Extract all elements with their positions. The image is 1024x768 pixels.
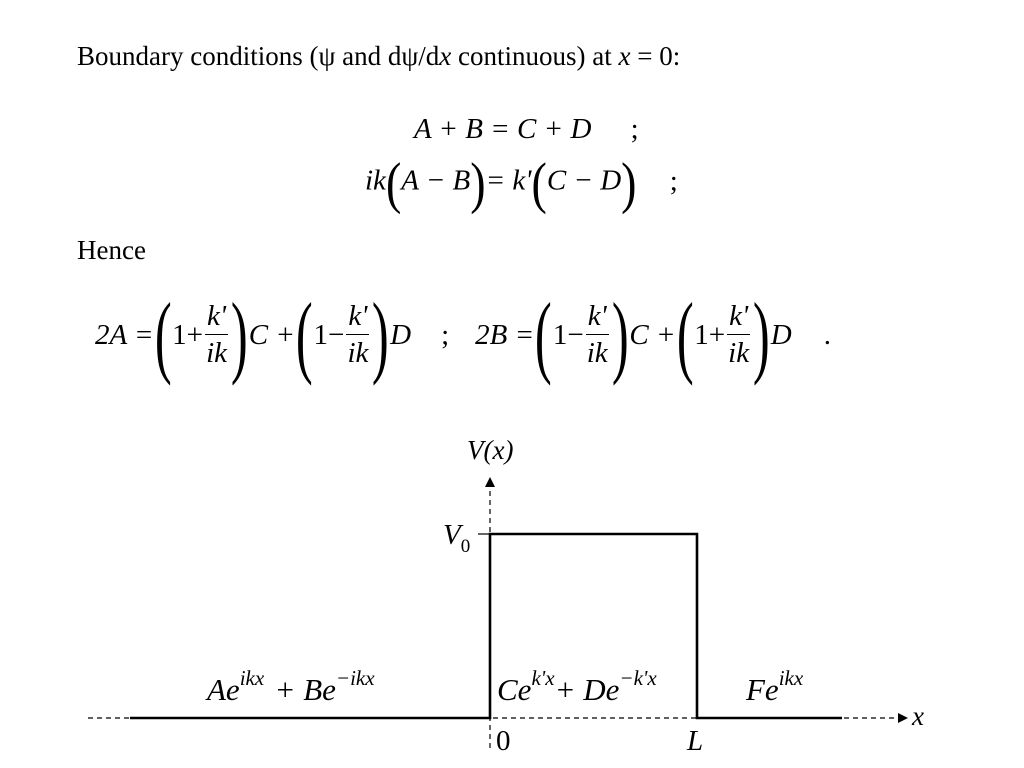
y-axis-label: V(x) <box>467 435 514 465</box>
paren-a-minus-b: A − B <box>401 164 471 197</box>
x-variable: x <box>439 41 452 71</box>
c-term: C + <box>629 318 676 351</box>
equation-body: A + B = C + D <box>414 113 592 145</box>
result-period: . <box>823 318 831 351</box>
result-separator: ; <box>441 318 450 351</box>
region-3-wavefunction: Feikx <box>746 666 804 707</box>
heading-continuous: continuous) at <box>451 41 619 71</box>
region-2-wavefunction: Cek'x+ De−k'x <box>497 666 657 707</box>
heading-and: and d <box>335 41 402 71</box>
x-variable: x <box>618 41 631 71</box>
heading-pre: Boundary conditions ( <box>77 41 319 71</box>
k-prime-factor: = k' <box>485 164 532 197</box>
hence-label: Hence <box>77 235 146 265</box>
two-a: 2A = <box>95 318 154 351</box>
heading-slash: /d <box>418 41 440 71</box>
d-term: D <box>390 318 412 351</box>
boundary-conditions-heading: Boundary conditions (ψ and dψ/dx continu… <box>77 43 680 70</box>
equation-separator: ; <box>630 113 639 145</box>
paren-c-minus-d: C − D <box>546 164 622 197</box>
one-plus: 1+ <box>694 318 726 351</box>
one-minus: 1− <box>313 318 345 351</box>
ik-factor: ik <box>365 164 386 197</box>
one-plus: 1+ <box>172 318 204 351</box>
heading-eq-zero: = 0: <box>630 41 681 71</box>
region-1-wavefunction: Aeikx + Be−ikx <box>207 666 375 707</box>
y-axis-arrowhead <box>485 477 495 487</box>
fraction-k-over-ik: k'ik <box>346 300 370 369</box>
x-axis-label: x <box>912 701 924 731</box>
psi-symbol: ψ <box>318 41 336 71</box>
c-term: C + <box>248 318 295 351</box>
equation-continuity-derivative: ik(A − B)= k'(C − D) ; <box>365 150 678 215</box>
tick-l-label: L <box>687 725 704 757</box>
equation-continuity-psi: A + B = C + D ; <box>414 115 639 144</box>
fraction-k-over-ik: k'ik <box>585 300 609 369</box>
d-term: D <box>770 318 792 351</box>
one-minus: 1− <box>552 318 584 351</box>
two-b: 2B = <box>475 318 535 351</box>
potential-profile <box>130 532 842 720</box>
tick-zero-label: 0 <box>496 725 511 757</box>
psi-symbol: ψ <box>401 41 419 71</box>
x-axis-arrowhead <box>898 713 908 723</box>
fraction-k-over-ik: k'ik <box>727 300 751 369</box>
fraction-k-over-ik: k'ik <box>205 300 229 369</box>
result-equation: 2A = (1+ k'ik )C + (1− k'ik )D ; 2B = (1… <box>95 284 831 386</box>
v0-label: V0 <box>443 519 471 557</box>
equation-separator: ; <box>669 164 678 197</box>
